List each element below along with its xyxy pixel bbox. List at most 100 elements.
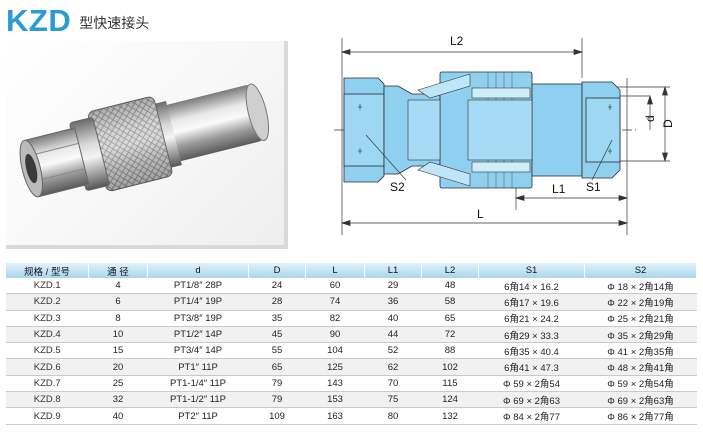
col-S1: S1 — [478, 263, 585, 278]
cell: KZD.2 — [6, 293, 89, 311]
cell: PT1/8″ 28P — [147, 278, 249, 295]
quick-coupling-photo-icon — [19, 83, 270, 198]
dim-L2-label: L2 — [450, 34, 464, 48]
cell: 79 — [248, 391, 306, 409]
cell: 6角29 × 33.3 — [478, 326, 585, 344]
dim-L-label: L — [477, 207, 484, 221]
cell: 72 — [421, 326, 479, 344]
cell: 6角41 × 47.3 — [478, 358, 585, 376]
cell: 90 — [305, 326, 365, 344]
cell: KZD.4 — [6, 326, 89, 344]
cell: PT2″ 11P — [147, 407, 249, 425]
cell: 124 — [421, 391, 479, 409]
cell: 6角21 × 24.2 — [478, 310, 585, 327]
cell: 65 — [421, 310, 479, 327]
dim-D-label: D — [661, 119, 675, 128]
cell: 29 — [364, 278, 422, 295]
cell: PT1/2″ 14P — [147, 326, 249, 344]
cell: 40 — [364, 310, 422, 327]
col-L: L — [305, 263, 365, 278]
cell: 20 — [88, 358, 148, 376]
cell: 10 — [88, 326, 148, 344]
col-L2: L2 — [421, 263, 479, 278]
col-L1: L1 — [364, 263, 422, 278]
cell: 58 — [421, 293, 479, 311]
cell: Φ 22 × 2角19角 — [584, 293, 697, 311]
cell: 40 — [88, 407, 148, 425]
cell: PT1-1/2″ 11P — [147, 391, 249, 409]
cell: KZD.9 — [6, 407, 89, 425]
cell: 24 — [248, 278, 306, 295]
cell: KZD.5 — [6, 342, 89, 360]
cell: Φ 35 × 2角29角 — [584, 326, 697, 344]
cell: 153 — [305, 391, 365, 409]
model-code: KZD — [6, 3, 72, 38]
cell: 88 — [421, 342, 479, 360]
cell: 104 — [305, 342, 365, 360]
cell: Φ 25 × 2角21角 — [584, 310, 697, 327]
cell: 80 — [364, 407, 422, 425]
cell: 8 — [88, 310, 148, 327]
cell: 45 — [248, 326, 306, 344]
cell: 32 — [88, 391, 148, 409]
cell: KZD.6 — [6, 358, 89, 376]
dim-S1-label: S1 — [586, 180, 601, 194]
product-photo — [6, 41, 288, 249]
cell: 75 — [364, 391, 422, 409]
cell: 143 — [305, 375, 365, 393]
cross-section-drawing-icon: L2 L1 L S2 S1 d D — [334, 34, 675, 235]
cell: 132 — [421, 407, 479, 425]
cell: 70 — [364, 375, 422, 393]
cell: Φ 41 × 2角35角 — [584, 342, 697, 360]
cell: KZD.3 — [6, 310, 89, 327]
cell: 15 — [88, 342, 148, 360]
cell: 6角14 × 16.2 — [478, 278, 585, 295]
cell: Φ 48 × 2角41角 — [584, 358, 697, 376]
col-D: D — [248, 263, 306, 278]
cell: PT1″ 11P — [147, 358, 249, 376]
dim-d-label: d — [643, 115, 657, 122]
cell: 28 — [248, 293, 306, 311]
cell: 163 — [305, 407, 365, 425]
cell: Φ 69 × 2角63角 — [584, 391, 697, 409]
cell: 74 — [305, 293, 365, 311]
cell: 115 — [421, 375, 479, 393]
cross-section-drawing: L2 L1 L S2 S1 d D — [320, 30, 690, 258]
cell: 55 — [248, 342, 306, 360]
col-d: d — [147, 263, 249, 278]
cell: 82 — [305, 310, 365, 327]
cell: 109 — [248, 407, 306, 425]
cell: PT1/4″ 19P — [147, 293, 249, 311]
cell: 36 — [364, 293, 422, 311]
cell: Φ 86 × 2角77角 — [584, 407, 697, 425]
dim-L1-label: L1 — [552, 182, 566, 196]
table-header-row: 规格 / 型号 通 径 d D L L1 L2 S1 S2 — [6, 263, 697, 278]
cell: 35 — [248, 310, 306, 327]
cell: 102 — [421, 358, 479, 376]
cell: 125 — [305, 358, 365, 376]
dim-S2-label: S2 — [390, 180, 405, 194]
cell: 65 — [248, 358, 306, 376]
cell: 25 — [88, 375, 148, 393]
cell: Φ 69 × 2角63 — [478, 391, 585, 409]
col-model: 规格 / 型号 — [6, 263, 89, 278]
col-S2: S2 — [584, 263, 697, 278]
cell: 48 — [421, 278, 479, 295]
cell: Φ 59 × 2角54角 — [584, 375, 697, 393]
model-subtitle: 型快速接头 — [79, 16, 150, 32]
cell: 44 — [364, 326, 422, 344]
cell: 4 — [88, 278, 148, 295]
cell: KZD.8 — [6, 391, 89, 409]
cell: PT1-1/4″ 11P — [147, 375, 249, 393]
cell: PT3/8″ 19P — [147, 310, 249, 327]
col-bore: 通 径 — [88, 263, 148, 278]
cell: Φ 84 × 2角77 — [478, 407, 585, 425]
cell: KZD.7 — [6, 375, 89, 393]
